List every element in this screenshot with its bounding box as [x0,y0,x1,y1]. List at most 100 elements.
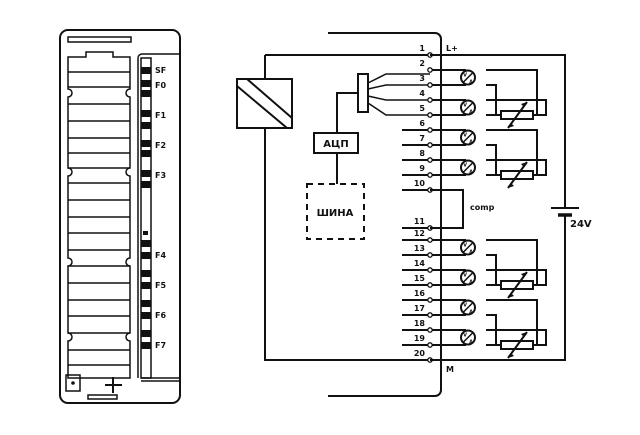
terminal-8: 8 [402,149,442,163]
svg-text:V: V [463,103,467,109]
terminal-point[interactable] [427,312,433,318]
led-label-f6: F6 [155,311,166,320]
meter-slash [462,71,474,84]
meter-lead [442,69,466,86]
svg-text:V: V [463,133,467,139]
led-strip-inner [140,57,152,379]
svg-text:A: A [469,140,473,146]
svg-text:A: A [469,250,473,256]
meter-lead [442,239,466,256]
comp-jumper [430,189,464,229]
terminal-number: 15 [414,274,426,283]
meter-slash [462,131,474,144]
terminal-point[interactable] [427,172,433,178]
terminal-point[interactable] [427,342,433,348]
led-small-indicator [143,231,148,235]
terminal-number: 2 [419,59,425,68]
meter-slash [462,101,474,114]
led-indicator [141,312,151,319]
terminal-point[interactable] [427,297,433,303]
meter-lead [442,159,466,176]
led-label-f2: F2 [155,141,166,150]
svg-text:A: A [469,280,473,286]
terminal-point[interactable] [427,267,433,273]
svg-text:V: V [463,73,467,79]
terminal-point[interactable] [427,67,433,73]
svg-text:A: A [469,310,473,316]
led-label-f3: F3 [155,171,166,180]
terminal-point[interactable] [427,157,433,163]
m-label: M [446,365,454,374]
svg-text:V: V [463,243,467,249]
led-label-f1: F1 [155,111,166,120]
comp-label: comp [470,203,495,212]
led-indicator [141,90,151,97]
terminal-number: 13 [414,244,425,253]
terminal-number: 20 [414,349,426,358]
led-indicator [141,80,151,87]
terminal-point[interactable] [427,237,433,243]
terminal-number: 6 [419,119,425,128]
terminal-number: 8 [419,149,425,158]
meter-slash [462,271,474,284]
terminal-7: 7 [402,134,442,148]
pot-arrow-heads [508,272,527,298]
pot-sense-wire [486,269,547,286]
led-indicators [141,67,151,349]
terminal-number: 18 [414,319,426,328]
meter-slash [462,241,474,254]
terminal-5: 5 [419,104,442,118]
terminal-number: 7 [419,134,425,143]
led-label-f5: F5 [155,281,166,290]
pot-wiper-wire [486,299,538,346]
pot-sense-wire [486,99,547,116]
terminal-number: 10 [414,179,426,188]
led-indicator [141,140,151,147]
led-indicator [141,67,151,74]
terminal-6: 6 [402,119,442,133]
multiplexer-block [357,73,369,113]
terminal-number: 9 [419,164,425,173]
led-strip-outer [137,53,180,378]
voltage-label: 24V [570,219,592,230]
led-indicator [141,122,151,129]
meter-slash [462,331,474,344]
terminal-12: 12 [402,229,442,243]
module-label-strip [67,36,132,43]
pot-sense-wire [486,159,547,176]
module-outline [59,29,181,404]
led-indicator [141,240,151,247]
terminal-number: 17 [414,304,425,313]
led-indicator [141,170,151,177]
terminal-13: 13 [402,244,442,258]
pot-sense-wire [486,329,547,346]
pot-wiper-wire [486,69,538,116]
led-indicator [141,330,151,337]
terminal-point[interactable] [427,327,433,333]
terminal-point[interactable] [427,112,433,118]
terminal-point[interactable] [427,127,433,133]
led-indicator [141,282,151,289]
svg-text:V: V [463,333,467,339]
terminal-point[interactable] [427,97,433,103]
terminal-point[interactable] [427,252,433,258]
reset-button[interactable] [65,374,81,392]
terminal-17: 17 [402,304,442,318]
terminal-point[interactable] [427,142,433,148]
led-indicator [141,110,151,117]
terminal-number: 4 [419,89,425,98]
terminal-3: 3 [419,74,442,88]
svg-text:V: V [463,303,467,309]
terminal-point[interactable] [427,82,433,88]
meter-lead [442,299,466,316]
led-label-f4: F4 [155,251,166,260]
meter-lead [442,329,466,346]
terminal-point[interactable] [427,282,433,288]
led-label-sf: SF [155,66,166,75]
terminal-2: 2 [419,59,442,73]
terminal-9: 9 [402,164,442,178]
